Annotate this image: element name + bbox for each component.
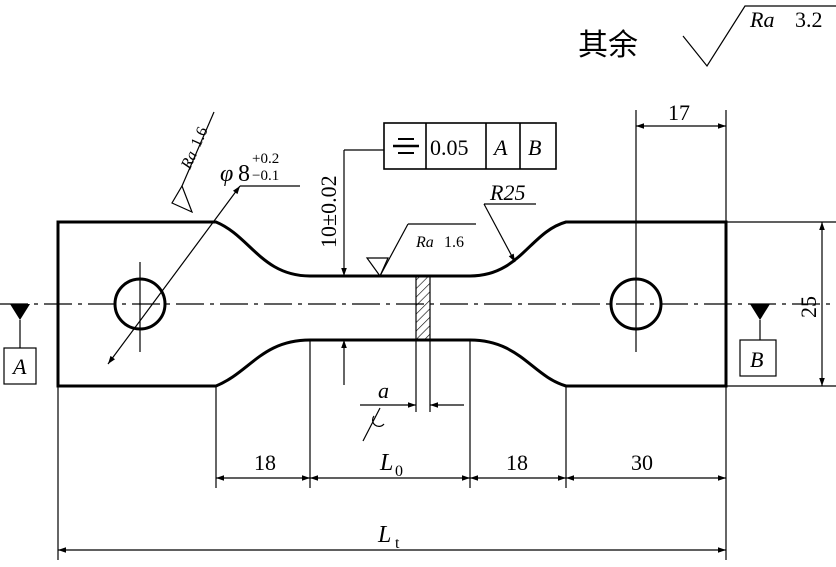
gauge-width-value: 10±0.02 bbox=[316, 175, 341, 248]
datum-b-label: B bbox=[750, 347, 763, 372]
hole-offset-dimension: 17 bbox=[636, 100, 727, 222]
diameter-lower-deviation: −0.1 bbox=[252, 168, 279, 184]
total-length-subscript: t bbox=[395, 535, 400, 552]
weld-strip: a bbox=[360, 275, 464, 442]
general-roughness-prefix: 其余 bbox=[578, 28, 638, 63]
general-roughness-note: 其余 Ra 3.2 bbox=[578, 5, 836, 68]
fillet-radius-callout: R25 bbox=[483, 180, 536, 263]
shoulder-right-value: 18 bbox=[506, 450, 528, 475]
gauge-length-label: L bbox=[379, 450, 393, 476]
fillet-radius-value: R25 bbox=[489, 180, 525, 205]
weld-dimension-label: a bbox=[378, 378, 389, 403]
gauge-width-dimension: 10±0.02 bbox=[316, 149, 384, 385]
gauge-roughness-label: Ra bbox=[415, 234, 434, 251]
hole-offset-value: 17 bbox=[668, 100, 690, 125]
fcf-datum-a: A bbox=[492, 135, 508, 160]
gauge-length-subscript: 0 bbox=[395, 463, 403, 480]
shoulder-left-value: 18 bbox=[254, 450, 276, 475]
feature-control-frame: 0.05 A B bbox=[383, 122, 557, 170]
general-roughness-label: Ra bbox=[749, 7, 774, 32]
total-length-dimension: L t bbox=[58, 522, 726, 553]
left-hole bbox=[113, 262, 167, 352]
hole-diameter-leader bbox=[107, 185, 241, 365]
gauge-roughness: Ra 1.6 bbox=[365, 223, 476, 278]
height-value: 25 bbox=[796, 296, 821, 318]
height-dimension: 25 bbox=[796, 222, 825, 386]
fcf-tolerance: 0.05 bbox=[430, 135, 469, 160]
grip-right-value: 30 bbox=[631, 450, 653, 475]
hole-roughness: Ra 1.6 bbox=[171, 111, 215, 214]
datum-b-marker: B bbox=[739, 304, 777, 377]
diameter-symbol: φ bbox=[220, 161, 233, 187]
total-length-label: L bbox=[377, 522, 391, 548]
fcf-datum-b: B bbox=[528, 135, 541, 160]
roughness-symbol-icon-2 bbox=[171, 184, 194, 214]
hole-roughness-value: 1.6 bbox=[188, 125, 212, 150]
gauge-roughness-value: 1.6 bbox=[444, 234, 464, 251]
symmetry-icon bbox=[393, 138, 419, 154]
extension-lines bbox=[57, 340, 727, 560]
datum-a-label: A bbox=[11, 354, 27, 379]
hole-diameter-tolerance: φ 8 +0.2 −0.1 bbox=[220, 151, 279, 187]
roughness-symbol-icon-3 bbox=[365, 257, 389, 278]
length-chain-dimension: 18 L 0 18 30 bbox=[216, 450, 726, 481]
weld-reference-icon bbox=[362, 407, 385, 442]
diameter-value: 8 bbox=[238, 161, 250, 187]
datum-a-marker: A bbox=[3, 304, 37, 385]
roughness-symbol-icon bbox=[682, 5, 836, 68]
right-hole bbox=[609, 110, 663, 352]
hole-roughness-label: Ra bbox=[178, 148, 201, 172]
diameter-upper-deviation: +0.2 bbox=[252, 151, 279, 167]
general-roughness-value: 3.2 bbox=[795, 7, 823, 32]
